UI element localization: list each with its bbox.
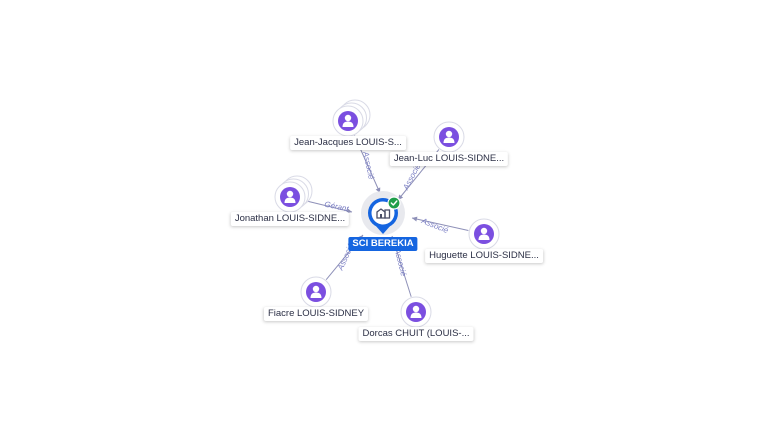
person-node[interactable] [274, 175, 313, 213]
edge-role-label: Associé [401, 162, 423, 192]
company-node[interactable] [361, 191, 405, 235]
edge-role-label: Associé [392, 247, 408, 278]
person-node[interactable] [468, 218, 500, 250]
person-icon [406, 302, 426, 322]
company-name-label[interactable]: SCI BEREKIA [348, 237, 418, 251]
edge-arrow [412, 216, 418, 222]
person-node[interactable] [332, 99, 371, 137]
person-name-label[interactable]: Dorcas CHUIT (LOUIS-... [358, 327, 474, 341]
check-icon [387, 196, 401, 210]
person-name-label[interactable]: Jean-Jacques LOUIS-S... [290, 136, 406, 150]
person-name-label[interactable]: Jonathan LOUIS-SIDNE... [230, 212, 350, 226]
building-icon [376, 208, 391, 219]
edge-2 [305, 200, 353, 213]
person-icon [338, 111, 358, 131]
edge-role-label: Associé [361, 150, 376, 181]
edge-role-label: Associé [419, 216, 450, 235]
nodes-layer [274, 99, 500, 328]
person-icon [280, 187, 300, 207]
person-name-label[interactable]: Huguette LOUIS-SIDNE... [425, 249, 543, 263]
person-name-label[interactable]: Fiacre LOUIS-SIDNEY [263, 307, 369, 321]
edge-3 [411, 217, 469, 232]
person-icon [306, 282, 326, 302]
person-node[interactable] [400, 296, 432, 328]
person-icon [474, 224, 494, 244]
person-icon [439, 127, 459, 147]
person-node[interactable] [433, 121, 465, 153]
person-name-label[interactable]: Jean-Luc LOUIS-SIDNE... [389, 152, 509, 166]
person-node[interactable] [300, 276, 332, 308]
